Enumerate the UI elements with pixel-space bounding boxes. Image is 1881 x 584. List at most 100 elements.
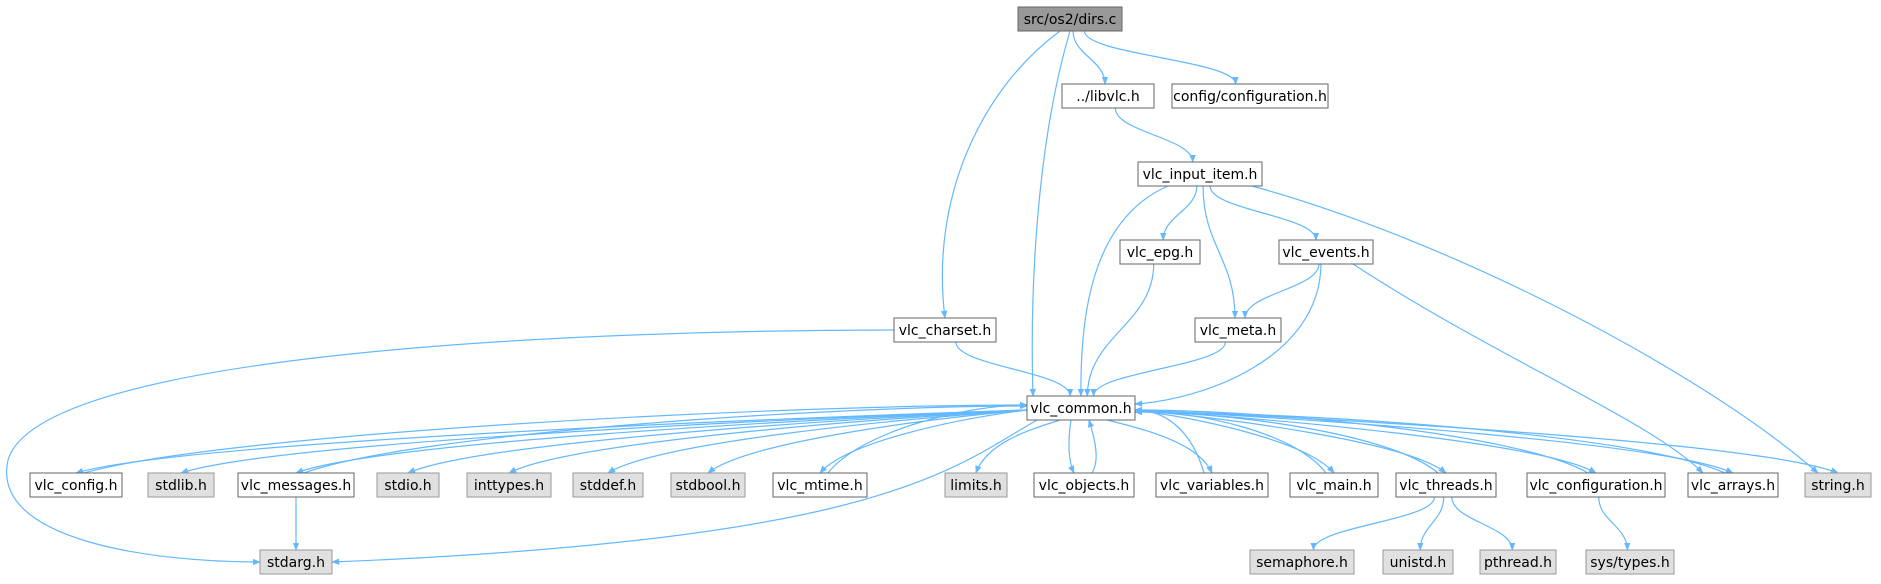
node-stddef_h: stddef.h (572, 472, 644, 498)
edge-vlc_common_h-to-vlc_objects_h (1068, 419, 1075, 474)
node-label-limits_h: limits.h (950, 478, 1001, 494)
node-config_configuration_h[interactable]: config/configuration.h (1171, 83, 1329, 109)
node-box-vlc_variables_h (1155, 472, 1269, 498)
node-box-vlc_configuration_h (1526, 472, 1666, 498)
edge-vlc_objects_h-to-vlc_common_h (1088, 419, 1097, 474)
node-vlc_main_h[interactable]: vlc_main.h (1289, 472, 1379, 498)
node-vlc_variables_h[interactable]: vlc_variables.h (1155, 472, 1269, 498)
node-vlc_common_h[interactable]: vlc_common.h (1026, 395, 1136, 421)
edge-dirs_c-to-vlc_charset_h (940, 30, 1061, 319)
node-label-vlc_input_item_h: vlc_input_item.h (1143, 167, 1258, 183)
node-label-vlc_main_h: vlc_main.h (1296, 478, 1371, 494)
node-box-pthread_h (1479, 549, 1557, 575)
nodes-layer: src/os2/dirs.c ../libvlc.h config/configur… (29, 6, 1872, 575)
edge-libvlc_h-to-vlc_input_item_h (1114, 107, 1196, 163)
edge-vlc_common_h-to-stdarg_h (331, 419, 1038, 565)
edge-vlc_common_h-to-vlc_mtime_h (819, 409, 1028, 474)
node-vlc_arrays_h[interactable]: vlc_arrays.h (1687, 472, 1779, 498)
node-box-config_configuration_h (1171, 83, 1329, 109)
edge-vlc_common_h-to-vlc_variables_h (1107, 419, 1213, 474)
node-vlc_mtime_h[interactable]: vlc_mtime.h (772, 472, 868, 498)
edge-vlc_input_item_h-to-vlc_meta_h (1202, 185, 1239, 319)
node-box-stddef_h (572, 472, 644, 498)
edge-vlc_events_h-to-vlc_common_h (1134, 263, 1322, 407)
edge-vlc_configuration_h-to-vlc_common_h (1134, 406, 1589, 474)
node-label-vlc_config_h: vlc_config.h (34, 478, 117, 494)
edge-dirs_c-to-libvlc_h (1072, 30, 1109, 85)
node-label-semaphore_h: semaphore.h (1256, 555, 1348, 571)
node-semaphore_h: semaphore.h (1249, 549, 1355, 575)
node-box-vlc_input_item_h (1137, 161, 1263, 187)
node-stdbool_h: stdbool.h (670, 472, 746, 498)
node-label-sys_types_h: sys/types.h (1590, 555, 1669, 571)
edge-vlc_messages_h-to-vlc_common_h (303, 402, 1028, 474)
node-box-vlc_epg_h (1119, 239, 1201, 265)
node-box-vlc_charset_h (893, 317, 997, 343)
node-box-stdbool_h (670, 472, 746, 498)
node-vlc_threads_h[interactable]: vlc_threads.h (1395, 472, 1497, 498)
node-label-vlc_meta_h: vlc_meta.h (1200, 323, 1277, 339)
node-label-vlc_common_h: vlc_common.h (1030, 401, 1131, 417)
node-label-vlc_variables_h: vlc_variables.h (1160, 478, 1264, 494)
node-box-libvlc_h (1061, 83, 1155, 109)
node-vlc_epg_h[interactable]: vlc_epg.h (1119, 239, 1201, 265)
edge-vlc_meta_h-to-vlc_common_h (1090, 341, 1227, 397)
node-box-semaphore_h (1249, 549, 1355, 575)
edge-vlc_arrays_h-to-vlc_common_h (1134, 408, 1726, 474)
edge-vlc_threads_h-to-vlc_common_h (1134, 408, 1439, 474)
node-label-libvlc_h: ../libvlc.h (1076, 89, 1139, 105)
node-label-vlc_events_h: vlc_events.h (1282, 245, 1369, 261)
edge-vlc_common_h-to-stdlib_h (180, 409, 1028, 474)
node-inttypes_h: inttypes.h (466, 472, 552, 498)
edge-vlc_input_item_h-to-string_h (1251, 185, 1819, 474)
edge-vlc_events_h-to-vlc_arrays_h (1352, 263, 1704, 474)
edge-vlc_input_item_h-to-vlc_common_h (1077, 185, 1169, 397)
node-label-vlc_configuration_h: vlc_configuration.h (1529, 478, 1662, 494)
node-libvlc_h[interactable]: ../libvlc.h (1061, 83, 1155, 109)
edge-vlc_common_h-to-string_h (1134, 409, 1839, 474)
node-box-vlc_threads_h (1395, 472, 1497, 498)
edge-vlc_threads_h-to-unistd_h (1417, 496, 1445, 551)
node-box-vlc_meta_h (1194, 317, 1282, 343)
node-box-vlc_events_h (1278, 239, 1374, 265)
node-vlc_charset_h[interactable]: vlc_charset.h (893, 317, 997, 343)
edge-vlc_common_h-to-vlc_threads_h (1134, 409, 1447, 474)
node-dirs_c[interactable]: src/os2/dirs.c (1017, 6, 1123, 32)
node-label-vlc_mtime_h: vlc_mtime.h (777, 478, 862, 494)
edge-vlc_mtime_h-to-vlc_common_h (827, 401, 1028, 474)
node-label-pthread_h: pthread.h (1484, 555, 1552, 571)
node-box-sys_types_h (1585, 549, 1675, 575)
edge-vlc_config_h-to-vlc_common_h (83, 401, 1028, 474)
edge-vlc_common_h-to-stdbool_h (707, 409, 1028, 474)
node-stdlib_h: stdlib.h (147, 472, 215, 498)
edge-vlc_common_h-to-stdio_h (407, 409, 1028, 474)
edge-vlc_charset_h-to-stdarg_h (6, 329, 895, 566)
node-box-inttypes_h (466, 472, 552, 498)
node-vlc_config_h[interactable]: vlc_config.h (29, 472, 123, 498)
edge-vlc_epg_h-to-vlc_common_h (1084, 263, 1155, 397)
edge-dirs_c-to-config_configuration_h (1083, 30, 1239, 85)
node-label-config_configuration_h: config/configuration.h (1173, 89, 1327, 105)
node-vlc_meta_h[interactable]: vlc_meta.h (1194, 317, 1282, 343)
edge-vlc_common_h-to-limits_h (975, 419, 1061, 474)
edge-vlc_common_h-to-stddef_h (607, 409, 1028, 474)
node-box-limits_h (944, 472, 1008, 498)
edge-vlc_configuration_h-to-sys_types_h (1598, 496, 1631, 551)
node-box-dirs_c (1017, 6, 1123, 32)
edge-vlc_input_item_h-to-vlc_events_h (1209, 185, 1320, 241)
node-label-stdio_h: stdio.h (384, 478, 431, 494)
node-vlc_events_h[interactable]: vlc_events.h (1278, 239, 1374, 265)
node-label-stdbool_h: stdbool.h (676, 478, 741, 494)
node-box-vlc_main_h (1289, 472, 1379, 498)
node-vlc_configuration_h[interactable]: vlc_configuration.h (1526, 472, 1666, 498)
node-label-stdlib_h: stdlib.h (155, 478, 207, 494)
node-vlc_objects_h[interactable]: vlc_objects.h (1033, 472, 1135, 498)
node-label-stdarg_h: stdarg.h (267, 555, 325, 571)
node-label-unistd_h: unistd.h (1390, 555, 1447, 571)
node-label-inttypes_h: inttypes.h (474, 478, 544, 494)
node-vlc_messages_h[interactable]: vlc_messages.h (237, 472, 355, 498)
edge-vlc_input_item_h-to-vlc_epg_h (1160, 185, 1198, 241)
node-box-vlc_mtime_h (772, 472, 868, 498)
node-unistd_h: unistd.h (1382, 549, 1454, 575)
node-vlc_input_item_h[interactable]: vlc_input_item.h (1137, 161, 1263, 187)
